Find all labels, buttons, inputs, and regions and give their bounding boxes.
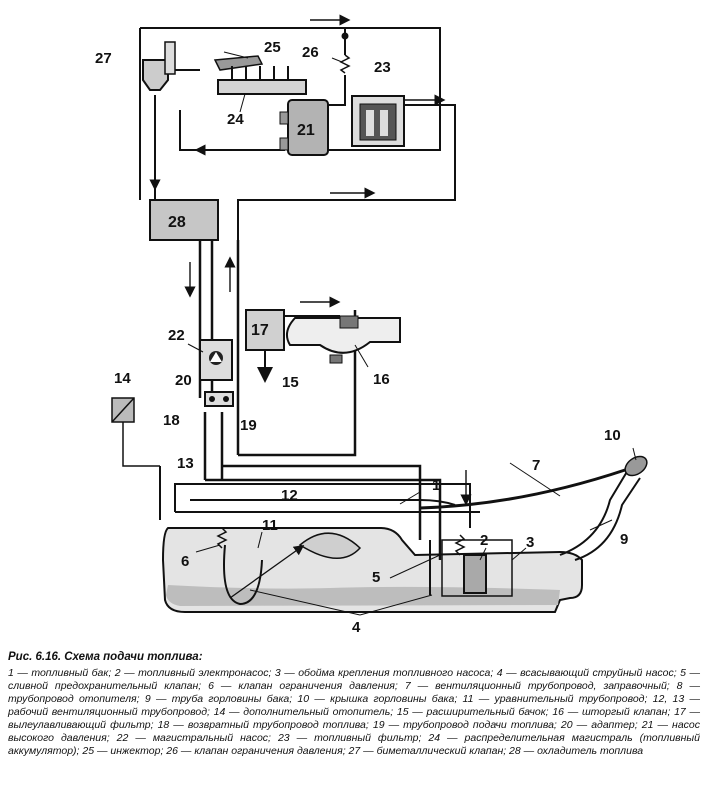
adapter bbox=[204, 391, 234, 407]
relief-valve-spring bbox=[454, 534, 466, 556]
expansion-tank bbox=[285, 315, 401, 364]
bimetal-valve bbox=[142, 41, 176, 91]
label-11: 11 bbox=[262, 517, 278, 534]
label-17: 17 bbox=[251, 322, 269, 339]
label-6: 6 bbox=[181, 553, 189, 570]
vent-filler-pipe bbox=[419, 468, 626, 510]
label-21: 21 bbox=[297, 122, 315, 139]
label-4: 4 bbox=[352, 619, 361, 636]
label-1: 1 bbox=[432, 477, 440, 494]
suction-jet-pump bbox=[223, 540, 431, 606]
working-vent-pipeline bbox=[159, 466, 480, 528]
fuel-cooler bbox=[149, 199, 219, 241]
label-22: 22 bbox=[168, 327, 185, 344]
main-fuel-pump bbox=[199, 339, 233, 381]
label-7: 7 bbox=[532, 457, 540, 474]
label-25: 25 bbox=[264, 39, 281, 56]
label-12: 12 bbox=[281, 487, 298, 504]
label-24: 24 bbox=[227, 111, 244, 128]
label-9: 9 bbox=[620, 531, 628, 548]
label-18: 18 bbox=[163, 412, 180, 429]
high-pressure-pump bbox=[279, 99, 329, 156]
pressure-limit-valve bbox=[216, 527, 228, 549]
electric-fuel-pump bbox=[463, 554, 487, 594]
fuel-filter bbox=[351, 95, 405, 147]
label-13: 13 bbox=[177, 455, 194, 472]
tank-baffle bbox=[298, 532, 362, 560]
label-20: 20 bbox=[175, 372, 192, 389]
figure-caption: Рис. 6.16. Схема подачи топлива: 1 — топ… bbox=[8, 651, 700, 758]
distribution-rail bbox=[217, 66, 307, 95]
label-2: 2 bbox=[480, 532, 488, 549]
label-27: 27 bbox=[95, 50, 112, 67]
fuel-pump-holder bbox=[441, 534, 513, 597]
figure-title: Рис. 6.16. Схема подачи топлива: bbox=[8, 651, 203, 663]
shutoff-valve bbox=[339, 315, 359, 329]
injector bbox=[213, 55, 264, 71]
equalizing-pipe-arrow bbox=[229, 544, 305, 599]
label-16: 16 bbox=[373, 371, 390, 388]
label-26: 26 bbox=[302, 44, 319, 61]
water-separator-filter bbox=[245, 309, 340, 383]
filler-cap bbox=[624, 455, 648, 477]
label-28: 28 bbox=[168, 214, 186, 231]
label-19: 19 bbox=[240, 417, 257, 434]
label-23: 23 bbox=[374, 59, 391, 76]
label-3: 3 bbox=[526, 534, 534, 551]
label-5: 5 bbox=[372, 569, 380, 586]
filler-neck-pipe bbox=[559, 469, 641, 561]
label-10: 10 bbox=[604, 427, 621, 444]
fuel-supply-diagram: 1 2 3 4 5 6 7 9 10 11 12 13 14 15 16 17 … bbox=[95, 14, 648, 636]
auxiliary-heater bbox=[111, 397, 160, 467]
pressure-limit-valve-26 bbox=[339, 32, 351, 74]
label-15: 15 bbox=[282, 374, 299, 391]
leader-lines bbox=[187, 51, 637, 616]
label-14: 14 bbox=[114, 370, 131, 387]
figure-legend: 1 — топливный бак; 2 — топливный электро… bbox=[8, 667, 700, 757]
